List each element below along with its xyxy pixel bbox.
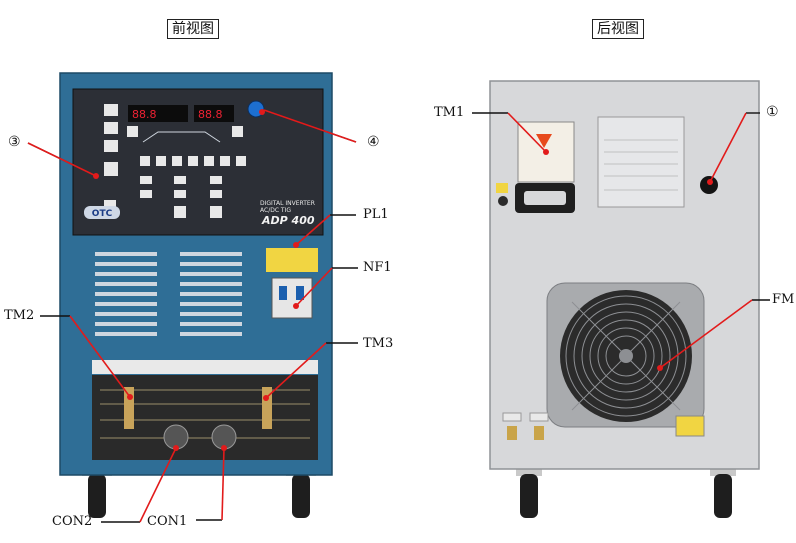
callout-tm3: TM3 (363, 336, 394, 351)
callout-con1: CON1 (147, 514, 188, 529)
back-view-title: 后视图 (592, 19, 644, 39)
model-line-2: AC/DC TIG (260, 207, 291, 214)
svg-text:88.8: 88.8 (198, 108, 223, 121)
red-leaders (27, 112, 753, 523)
callout-1: ① (766, 104, 779, 120)
front-view-title: 前视图 (167, 19, 219, 39)
callout-con2: CON2 (52, 514, 93, 529)
model-name: ADP 400 (261, 214, 315, 227)
callout-fm: FM (772, 292, 795, 307)
callout-tm1: TM1 (434, 105, 465, 120)
breaker-nf1 (271, 277, 313, 319)
callout-tm2: TM2 (4, 308, 35, 323)
front-vents (95, 252, 242, 336)
model-line-1: DIGITAL INVERTER (260, 200, 315, 207)
callout-pl1: PL1 (363, 207, 389, 222)
cable-gland (700, 176, 718, 194)
svg-text:88.8: 88.8 (132, 108, 157, 121)
back-wheel-right (710, 462, 736, 518)
callout-nf1: NF1 (363, 260, 392, 275)
back-wheel-left (516, 462, 542, 518)
brand-logo-text: OTC (92, 209, 113, 219)
callout-3: ③ (8, 134, 21, 150)
callout-4: ④ (367, 134, 380, 150)
